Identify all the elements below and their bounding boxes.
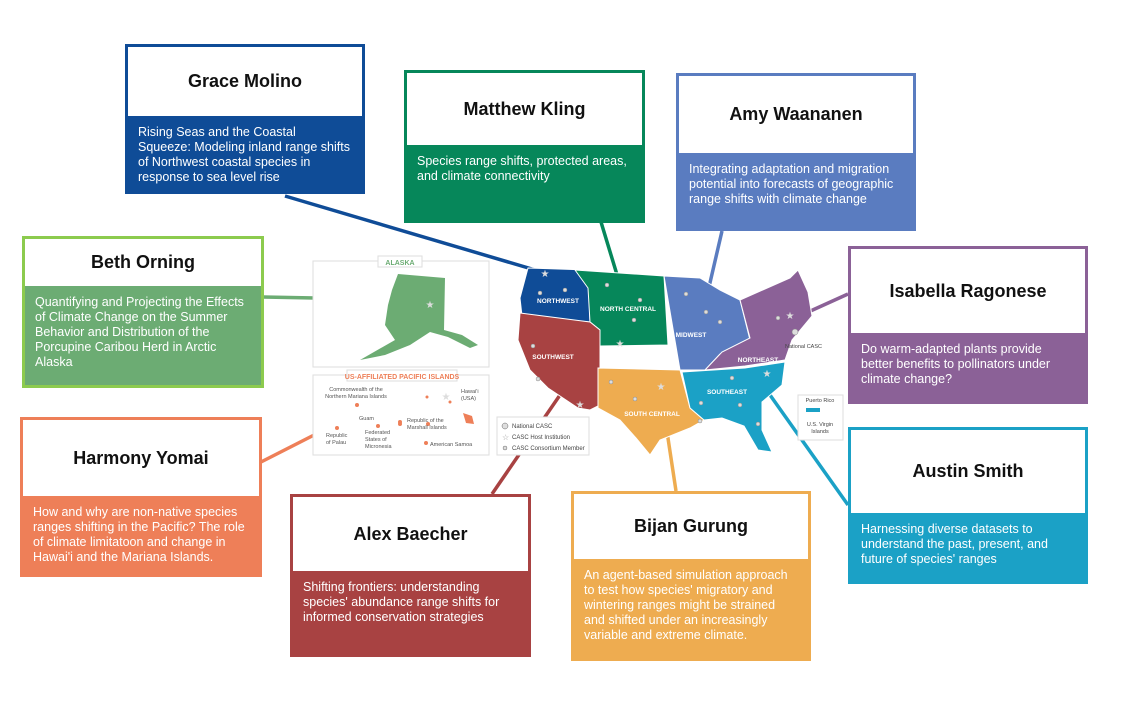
region-southwest <box>517 312 601 411</box>
fsm-label-3: Micronesia <box>365 444 393 450</box>
label-north-central: NORTH CENTRAL <box>600 306 656 313</box>
project-description: Shifting frontiers: understanding specie… <box>293 571 528 654</box>
connector-beth <box>262 295 316 300</box>
pacific-inset <box>312 374 490 456</box>
svg-text:★: ★ <box>576 400 585 411</box>
svg-text:★: ★ <box>541 269 550 280</box>
researcher-name: Alex Baecher <box>293 497 528 571</box>
legend-national: National CASC <box>512 424 553 430</box>
project-description: An agent-based simulation approach to te… <box>574 559 808 658</box>
fsm-label-2: States of <box>365 437 387 443</box>
cnmi-label: Commonwealth of the <box>329 387 383 393</box>
connector-harmony <box>260 431 319 464</box>
region-south-central <box>597 367 705 456</box>
puerto-rico-label: Puerto Rico <box>806 398 835 404</box>
usvi-label-2: Islands <box>811 429 829 435</box>
hawaii-label: Hawai'i <box>461 389 479 395</box>
usvi-label: U.S. Virgin <box>807 422 833 428</box>
researcher-name: Matthew Kling <box>407 73 642 145</box>
pacific-title: US-AFFILIATED PACIFIC ISLANDS <box>345 374 460 381</box>
project-description: How and why are non-native species range… <box>23 496 259 574</box>
region-northeast <box>703 269 813 371</box>
connector-grace <box>284 194 543 274</box>
project-description: Do warm-adapted plants provide better be… <box>851 333 1085 401</box>
label-southeast: SOUTHEAST <box>707 389 747 396</box>
region-southeast <box>681 361 786 453</box>
puerto-rico-inset <box>797 394 844 441</box>
legend-host: CASC Host Institution <box>512 435 570 441</box>
label-national-casc: National CASC <box>785 344 822 350</box>
project-description: Integrating adaptation and migration pot… <box>679 153 913 228</box>
label-southwest: SOUTHWEST <box>532 354 574 361</box>
label-northeast: NORTHEAST <box>738 357 778 364</box>
label-south-central: SOUTH CENTRAL <box>624 411 680 418</box>
researcher-name: Amy Waananen <box>679 76 913 153</box>
svg-text:★: ★ <box>616 339 625 350</box>
samoa-label: American Samoa <box>430 442 473 448</box>
label-midwest: MIDWEST <box>676 332 707 339</box>
cnmi-label-2: Northern Mariana Islands <box>325 394 387 400</box>
alaska-label: ALASKA <box>385 260 414 267</box>
legend-consortium: CASC Consortium Member <box>512 446 585 452</box>
researcher-name: Harmony Yomai <box>23 420 259 496</box>
researcher-name: Isabella Ragonese <box>851 249 1085 333</box>
map-legend <box>496 416 590 456</box>
researcher-name: Bijan Gurung <box>574 494 808 559</box>
hawaii-label-2: (USA) <box>461 396 476 402</box>
svg-text:★: ★ <box>763 369 772 380</box>
researcher-name: Austin Smith <box>851 430 1085 513</box>
marshall-label-2: Marshall Islands <box>407 425 447 431</box>
svg-text:★: ★ <box>426 300 435 311</box>
guam-label: Guam <box>359 416 374 422</box>
svg-text:★: ★ <box>442 392 451 403</box>
connector-austin <box>768 393 850 507</box>
palau-label-2: of Palau <box>326 440 346 446</box>
svg-text:★: ★ <box>786 311 795 322</box>
researcher-name: Beth Orning <box>25 239 261 286</box>
project-description: Harnessing diverse datasets to understan… <box>851 513 1085 581</box>
project-description: Rising Seas and the Coastal Squeeze: Mod… <box>128 116 362 191</box>
label-northwest: NORTHWEST <box>537 298 579 305</box>
palau-label: Republic <box>326 433 348 439</box>
researcher-name: Grace Molino <box>128 47 362 116</box>
project-description: Quantifying and Projecting the Effects o… <box>25 286 261 385</box>
marshall-label: Republic of the <box>407 418 444 424</box>
fsm-label: Federated <box>365 430 390 436</box>
svg-text:★: ★ <box>657 382 666 393</box>
alaska-shape <box>360 274 478 360</box>
connector-matthew <box>599 221 620 279</box>
svg-text:☆: ☆ <box>502 433 509 442</box>
project-description: Species range shifts, protected areas, a… <box>407 145 642 220</box>
